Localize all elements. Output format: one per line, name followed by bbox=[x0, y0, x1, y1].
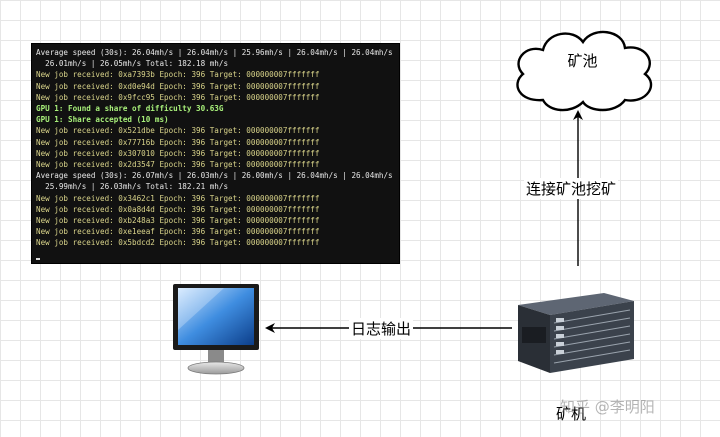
terminal-line: 25.99mh/s | 26.03mh/s Total: 182.21 mh/s bbox=[36, 182, 229, 192]
watermark: 知乎 @李明阳 bbox=[560, 398, 655, 416]
terminal-line: New job received: 0x3462c1 Epoch: 396 Ta… bbox=[36, 193, 320, 203]
server-rack-icon bbox=[518, 293, 634, 373]
terminal-line: New job received: 0x77716b Epoch: 396 Ta… bbox=[36, 137, 320, 147]
terminal-line: New job received: 0xe1eeaf Epoch: 396 Ta… bbox=[36, 227, 320, 237]
terminal-line: Average speed (30s): 26.07mh/s | 26.03mh… bbox=[36, 171, 400, 181]
terminal-line: New job received: 0x2d3547 Epoch: 396 Ta… bbox=[36, 160, 320, 170]
cloud-icon bbox=[516, 30, 653, 112]
terminal-line: GPU 1: Found a share of difficulty 30.63… bbox=[36, 104, 224, 114]
terminal-line: New job received: 0xd0e94d Epoch: 396 Ta… bbox=[36, 81, 320, 91]
terminal-line: New job received: 0x521dbe Epoch: 396 Ta… bbox=[36, 126, 320, 136]
miner-label: 矿机 bbox=[556, 405, 587, 423]
pool-label: 矿池 bbox=[567, 52, 598, 70]
monitor-icon bbox=[173, 284, 259, 375]
terminal-line: New job received: 0x0a8d4d Epoch: 396 Ta… bbox=[36, 204, 320, 214]
terminal-cursor bbox=[36, 258, 40, 260]
terminal-line: New job received: 0x5bdcd2 Epoch: 396 Ta… bbox=[36, 238, 320, 248]
terminal-line: New job received: 0xa7393b Epoch: 396 Ta… bbox=[36, 70, 320, 80]
terminal-line: 26.01mh/s | 26.05mh/s Total: 182.18 mh/s bbox=[36, 59, 229, 69]
terminal-line: GPU 1: Share accepted (10 ms) bbox=[36, 115, 169, 125]
edge-label-connect-pool: 连接矿池挖矿 bbox=[524, 178, 619, 199]
terminal-line: New job received: 0xb248a3 Epoch: 396 Ta… bbox=[36, 216, 320, 226]
terminal-line: Average speed (30s): 26.04mh/s | 26.04mh… bbox=[36, 48, 400, 57]
terminal-log-window: Average speed (30s): 26.04mh/s | 26.04mh… bbox=[31, 43, 400, 264]
edge-label-log-output: 日志输出 bbox=[349, 318, 414, 339]
terminal-line: New job received: 0x307010 Epoch: 396 Ta… bbox=[36, 148, 320, 158]
terminal-lines: Average speed (30s): 26.04mh/s | 26.04mh… bbox=[36, 47, 400, 249]
terminal-line: New job received: 0x9fcc95 Epoch: 396 Ta… bbox=[36, 92, 320, 102]
